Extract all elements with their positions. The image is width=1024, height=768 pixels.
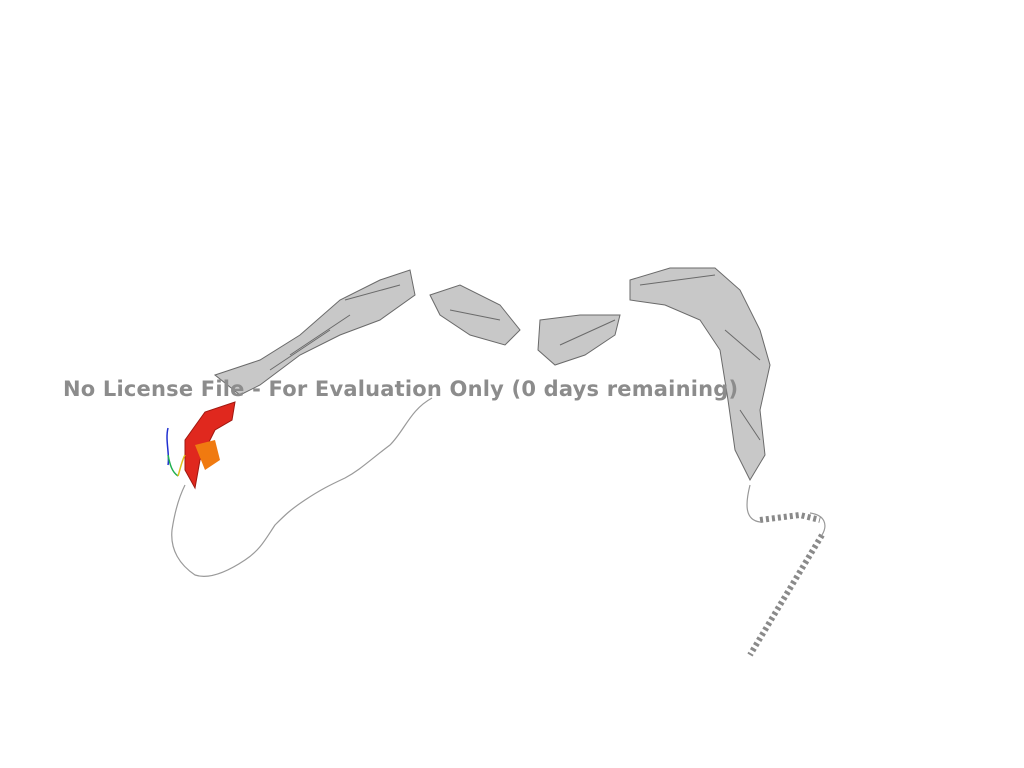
coil-loop	[171, 397, 433, 577]
alpha-helix	[747, 511, 825, 657]
evaluation-watermark: No License File - For Evaluation Only (0…	[63, 377, 739, 401]
beta-sheet-domains	[213, 267, 771, 482]
highlighted-domain	[166, 401, 236, 490]
helix-linker	[746, 484, 826, 536]
